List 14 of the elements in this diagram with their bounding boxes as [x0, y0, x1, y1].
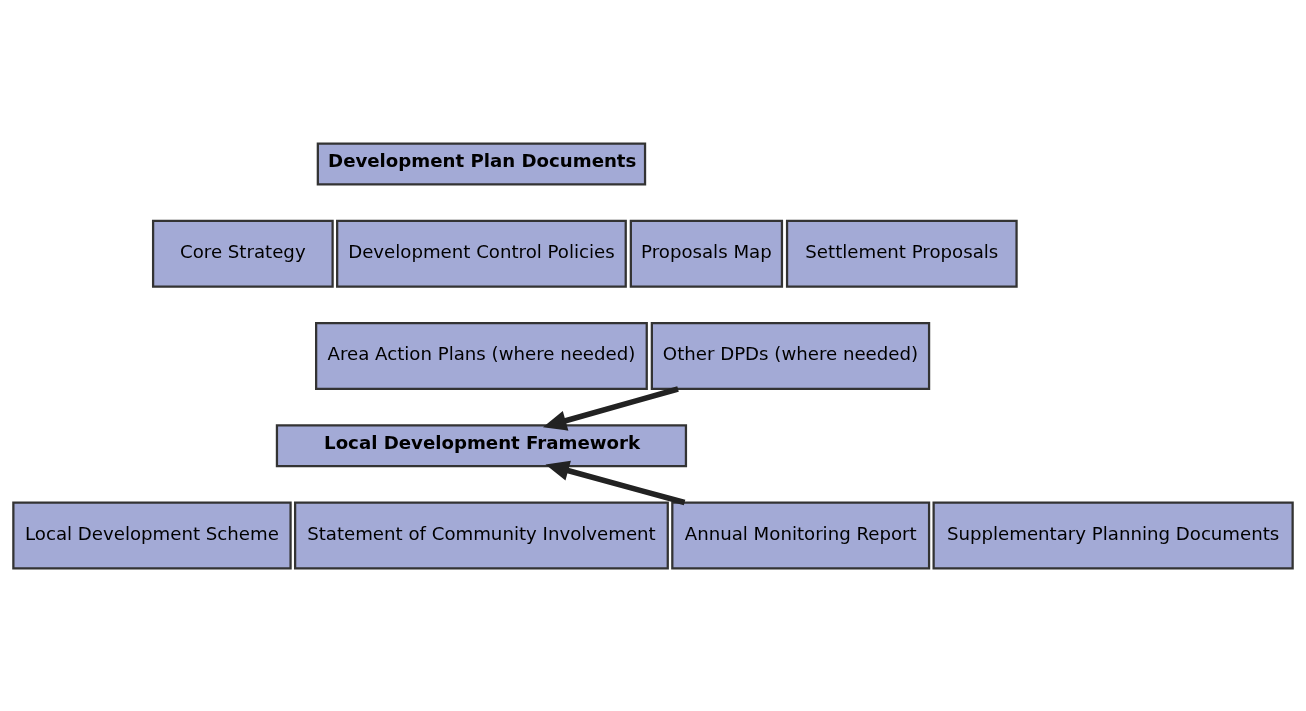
node-box: Area Action Plans (where needed) [315, 321, 648, 390]
arrow [542, 385, 679, 431]
node-box: Local Development Scheme [12, 500, 292, 570]
node-box: Supplementary Planning Documents [932, 500, 1294, 570]
node-box: Annual Monitoring Report [671, 500, 931, 570]
node-box: Proposals Map [629, 219, 784, 288]
node-box: Local Development Framework [275, 423, 688, 467]
node-box: Development Plan Documents [316, 141, 647, 186]
node-box: Statement of Community Involvement [294, 500, 669, 570]
arrow [545, 460, 686, 505]
node-box: Other DPDs (where needed) [650, 321, 931, 390]
node-box: Core Strategy [151, 219, 334, 288]
node-box: Settlement Proposals [785, 219, 1018, 288]
node-box: Development Control Policies [336, 219, 627, 288]
